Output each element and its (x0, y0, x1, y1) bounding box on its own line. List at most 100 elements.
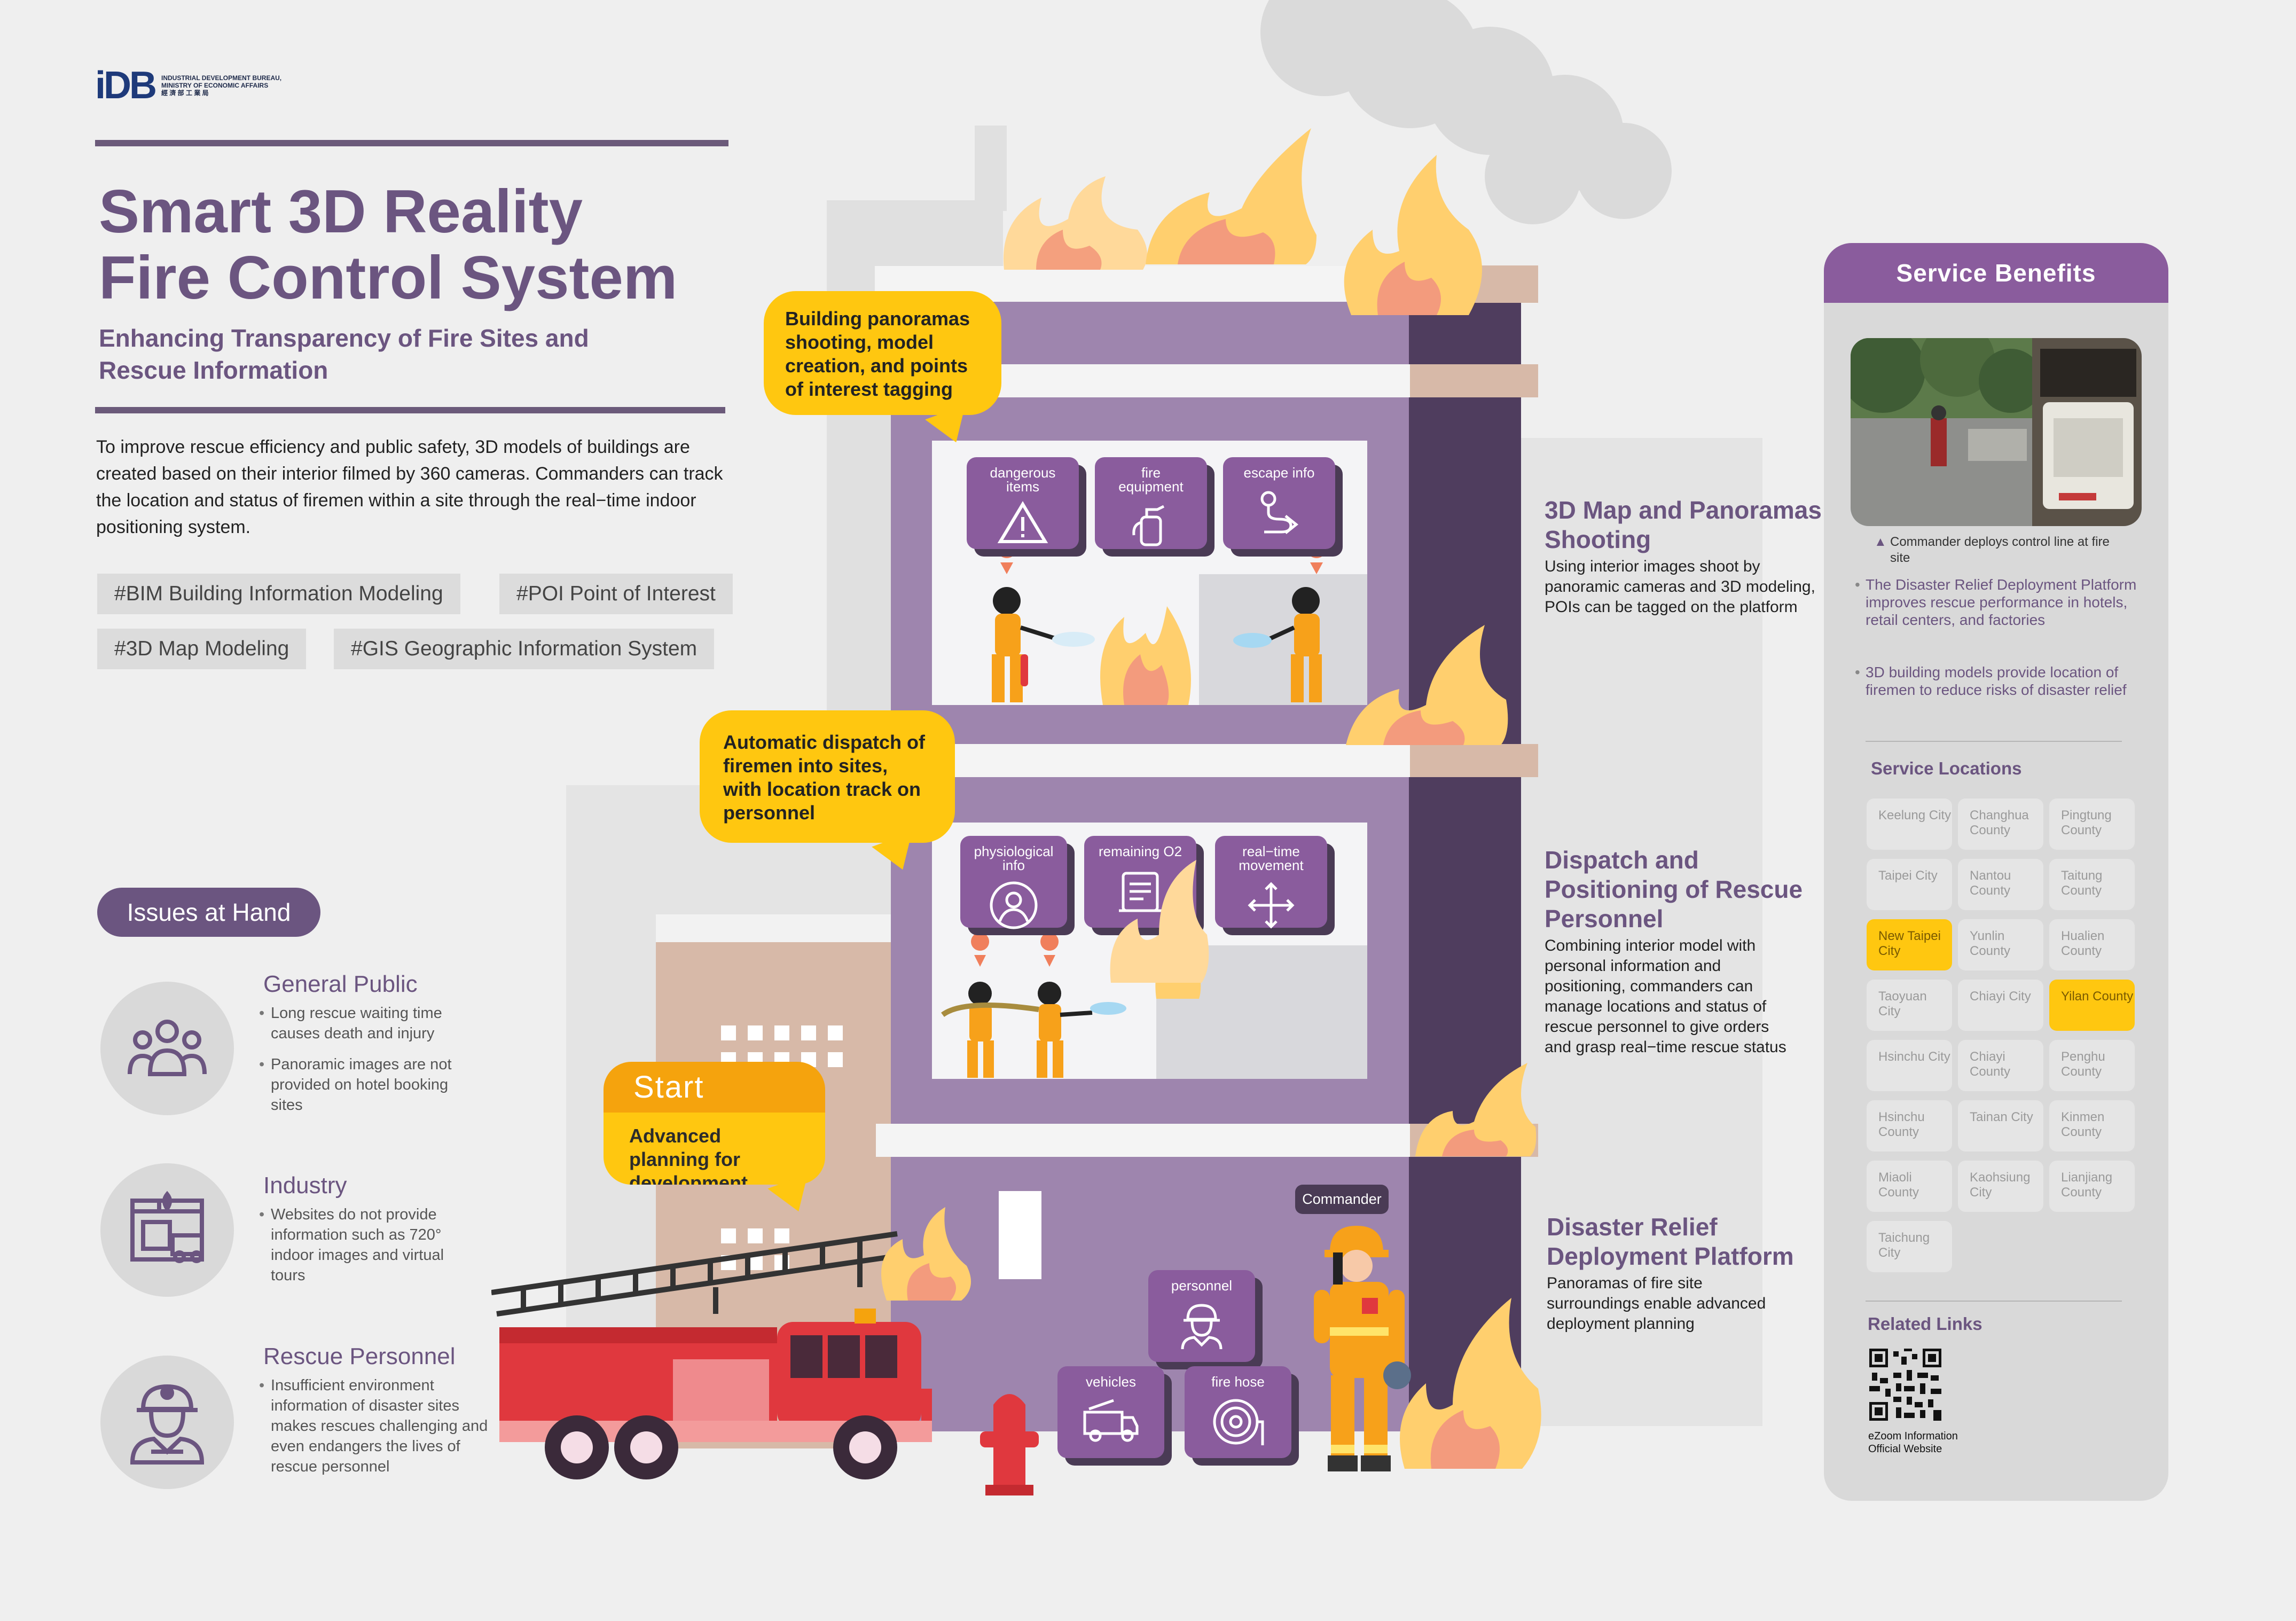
issue-title-industry: Industry (263, 1172, 347, 1199)
location-tile: Miaoli County (1867, 1161, 1952, 1212)
issue-point: Websites do not provide information such… (259, 1204, 477, 1286)
flame-ground (1400, 1298, 1541, 1469)
poi-label: fire equipment (1118, 465, 1184, 495)
route-icon (1260, 491, 1299, 534)
description-3d-map: 3D Map and Panoramas Shooting Using inte… (1545, 496, 1822, 617)
service-benefits-header: Service Benefits (1824, 243, 2168, 303)
flame-roof-left (1003, 176, 1147, 270)
location-tile: New Taipei City (1867, 919, 1952, 970)
start-callout: Start Advanced planning for development (604, 1062, 825, 1185)
location-tile: Taipei City (1867, 859, 1952, 910)
person-icon (990, 881, 1038, 929)
floor-band-1-side (1410, 364, 1538, 397)
description-text: Using interior images shoot by panoramic… (1545, 558, 1815, 616)
logo-line-1: INDUSTRIAL DEVELOPMENT BUREAU, (161, 74, 282, 82)
smoke-cloud (1260, 0, 1672, 224)
poi-label: fire hose (1211, 1374, 1265, 1390)
ground-door (999, 1191, 1041, 1279)
poi-card-fire-equipment: fire equipment (1095, 457, 1207, 549)
oxygen-report-icon (1119, 872, 1162, 912)
location-tile: Tainan City (1958, 1100, 2043, 1152)
poi-label: personnel (1171, 1278, 1233, 1294)
logo-line-3: 經 濟 部 工 業 局 (161, 89, 209, 97)
tag-gis: #GIS Geographic Information System (334, 629, 715, 669)
location-tile: Chiayi City (1958, 980, 2043, 1031)
description-title: Dispatch and Positioning of Rescue Perso… (1545, 846, 1803, 933)
triangle-up-icon: ▲ (1874, 535, 1887, 549)
issue-title-general-public: General Public (263, 971, 418, 997)
poi-card-dangerous-items: dangerous items (967, 457, 1079, 549)
benefit-text: 3D building models provide location of f… (1866, 664, 2127, 698)
flame-roof-center (1146, 128, 1317, 264)
flame-truck (881, 1207, 971, 1301)
subtitle-line-1: Enhancing Transparency of Fire Sites and (99, 324, 589, 352)
location-tile: Taoyuan City (1867, 980, 1952, 1031)
idb-logo-mark: iDB (95, 64, 157, 107)
title-line-1: Smart 3D Reality (99, 178, 583, 246)
panel-divider (1866, 1301, 2122, 1302)
building-side-wall (1409, 302, 1521, 1423)
poi-card-real-time-movement: real−time movement (1215, 836, 1327, 929)
description-dispatch: Dispatch and Positioning of Rescue Perso… (1545, 845, 1822, 1058)
related-links-title: Related Links (1868, 1314, 1982, 1334)
flame-floor-2 (1415, 1063, 1537, 1156)
truck-ladder (491, 1231, 903, 1317)
commander-label: Commander (1295, 1185, 1389, 1214)
location-tile: Hsinchu County (1867, 1100, 1952, 1152)
floor-band-2-side (1410, 744, 1538, 777)
issue-title-rescue-personnel: Rescue Personnel (263, 1343, 456, 1369)
flame-floor-2-inner (1110, 860, 1209, 983)
location-tile: Chiayi County (1958, 1040, 2043, 1091)
location-tile: Taitung County (2049, 859, 2135, 910)
description-text: Combining interior model with personal i… (1545, 937, 1786, 1056)
firefighter-figure-right (1233, 587, 1322, 702)
poi-label: dangerous items (990, 465, 1056, 495)
poi-label: physiological info (974, 843, 1054, 873)
related-link-ezoom[interactable]: eZoom Information Official Website (1868, 1430, 1958, 1455)
poi-card-personnel: personnel (1148, 1270, 1255, 1362)
location-tile: Lianjiang County (2049, 1161, 2135, 1212)
location-tile: Penghu County (2049, 1040, 2135, 1091)
firefighter-pair (941, 982, 1126, 1078)
warning-icon (997, 501, 1048, 543)
start-text: Advanced planning for development (604, 1113, 825, 1185)
poi-label: real−time movement (1239, 843, 1304, 873)
fire-extinguisher-icon (1132, 505, 1165, 546)
location-tile: Yilan County (2049, 980, 2135, 1031)
benefit-point-2: •3D building models provide location of … (1855, 664, 2127, 698)
description-text: Panoramas of fire site surroundings enab… (1547, 1274, 1766, 1333)
hose-reel-icon (1213, 1399, 1264, 1445)
tag-bim: #BIM Building Information Modeling (97, 574, 460, 614)
qr-code[interactable] (1869, 1349, 1941, 1421)
location-tile: Kinmen County (2049, 1100, 2135, 1152)
issue-point: Panoramic images are not provided on hot… (259, 1054, 477, 1115)
poi-card-fire-hose: fire hose (1185, 1366, 1291, 1458)
tan-building-roof (656, 914, 896, 942)
idb-logo-text: INDUSTRIAL DEVELOPMENT BUREAU, MINISTRY … (161, 74, 281, 97)
fire-truck (491, 1231, 932, 1479)
description-deployment: Disaster Relief Deployment Platform Pano… (1547, 1212, 1824, 1334)
poi-label: vehicles (1086, 1374, 1136, 1390)
background-antenna (975, 126, 1007, 211)
flame-floor-3 (1346, 625, 1508, 745)
panel-divider (1866, 741, 2122, 742)
people-icon (100, 982, 234, 1115)
move-arrows-icon (1248, 882, 1295, 929)
callout-automatic-dispatch: Automatic dispatch of firemen into sites… (700, 710, 955, 843)
location-tile: Yunlin County (1958, 919, 2043, 970)
personnel-icon (1181, 1304, 1223, 1350)
benefit-text: The Disaster Relief Deployment Platform … (1866, 576, 2137, 628)
logo-line-2: MINISTRY OF ECONOMIC AFFAIRS (161, 82, 269, 89)
location-tile: Nantou County (1958, 859, 2043, 910)
callout-building-panoramas: Building panoramas shooting, model creat… (764, 291, 1001, 415)
benefit-point-1: •The Disaster Relief Deployment Platform… (1855, 576, 2137, 628)
page-subtitle: Enhancing Transparency of Fire Sites and… (99, 322, 713, 386)
issue-point: Insufficient environment information of … (259, 1375, 498, 1477)
issue-list-industry: Websites do not provide information such… (259, 1204, 477, 1296)
start-label: Start (604, 1062, 825, 1113)
related-link-line-2: Official Website (1868, 1443, 1942, 1455)
tag-3d-map: #3D Map Modeling (97, 629, 307, 669)
header-rule-bottom (95, 407, 725, 413)
issues-at-hand-label: Issues at Hand (97, 888, 320, 937)
